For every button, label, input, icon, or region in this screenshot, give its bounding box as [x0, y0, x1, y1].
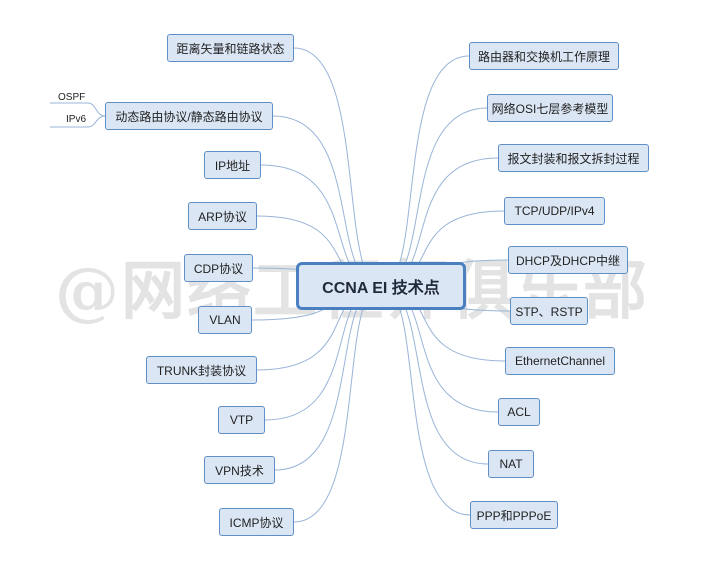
topic-router-switch-principle[interactable]: 路由器和交换机工作原理 — [469, 42, 619, 70]
subtopic-ipv6[interactable]: IPv6 — [66, 114, 87, 125]
central-topic[interactable]: CCNA EI 技术点 — [296, 262, 466, 310]
topic-arp[interactable]: ARP协议 — [188, 202, 257, 230]
connector-sub-ospf — [50, 102, 106, 117]
topic-acl[interactable]: ACL — [498, 398, 540, 426]
topic-vpn[interactable]: VPN技术 — [204, 456, 275, 484]
connector-right-1 — [380, 107, 488, 287]
connector-left-9 — [293, 285, 382, 523]
topic-vlan[interactable]: VLAN — [198, 306, 252, 334]
topic-tcp-udp-ipv4[interactable]: TCP/UDP/IPv4 — [504, 197, 605, 225]
topic-osi-model[interactable]: 网络OSI七层参考模型 — [487, 94, 613, 122]
topic-stp-rstp[interactable]: STP、RSTP — [510, 297, 588, 325]
topic-dynamic-static-routing[interactable]: 动态路由协议/静态路由协议 — [105, 102, 273, 130]
connector-sub-ipv6 — [50, 115, 106, 128]
topic-encapsulation[interactable]: 报文封装和报文拆封过程 — [498, 144, 649, 172]
subtopic-ospf[interactable]: OSPF — [58, 92, 86, 103]
topic-etherchannel[interactable]: EthernetChannel — [505, 347, 615, 375]
topic-nat[interactable]: NAT — [488, 450, 534, 478]
connector-left-0 — [293, 47, 382, 287]
topic-dhcp[interactable]: DHCP及DHCP中继 — [508, 246, 628, 274]
topic-icmp[interactable]: ICMP协议 — [219, 508, 294, 536]
topic-vtp[interactable]: VTP — [218, 406, 265, 434]
topic-distance-vector-link-state[interactable]: 距离矢量和链路状态 — [167, 34, 294, 62]
topic-trunk[interactable]: TRUNK封装协议 — [146, 356, 257, 384]
topic-ppp-pppoe[interactable]: PPP和PPPoE — [470, 501, 558, 529]
connector-left-8 — [274, 285, 382, 471]
topic-ip-address[interactable]: IP地址 — [204, 151, 261, 179]
topic-cdp[interactable]: CDP协议 — [184, 254, 253, 282]
